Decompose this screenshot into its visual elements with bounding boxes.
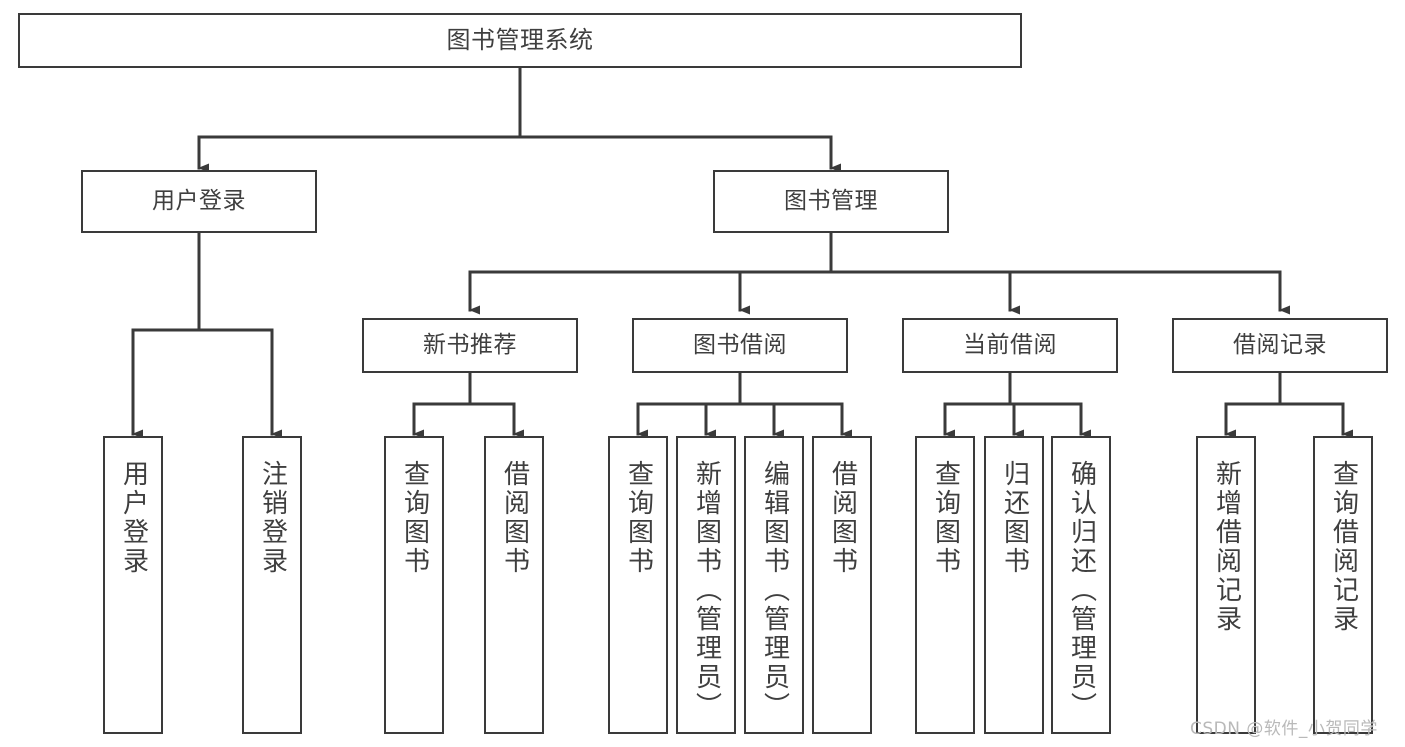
node-label: 新增图书（管理员） (691, 460, 722, 721)
node-label: 确认归还（管理员） (1066, 460, 1097, 721)
node-label: 归还图书 (999, 460, 1030, 576)
node-label: 注销登录 (257, 460, 288, 576)
leaf-return-book[interactable]: 归还图书 (984, 436, 1044, 734)
node-label: 查询图书 (399, 460, 430, 576)
node-label: 新增借阅记录 (1211, 460, 1242, 634)
node-label: 借阅图书 (499, 460, 530, 576)
node-user-login[interactable]: 用户登录 (81, 170, 317, 233)
leaf-add-book-admin[interactable]: 新增图书（管理员） (676, 436, 736, 734)
leaf-confirm-return-admin[interactable]: 确认归还（管理员） (1051, 436, 1111, 734)
leaf-logout[interactable]: 注销登录 (242, 436, 302, 734)
leaf-borrow-book-borrowing[interactable]: 借阅图书 (812, 436, 872, 734)
node-label: 用户登录 (118, 460, 149, 576)
leaf-edit-book-admin[interactable]: 编辑图书（管理员） (744, 436, 804, 734)
node-label: 编辑图书（管理员） (759, 460, 790, 721)
leaf-query-book-new-book[interactable]: 查询图书 (384, 436, 444, 734)
node-label: 图书管理系统 (446, 26, 594, 55)
node-label: 图书借阅 (693, 331, 787, 358)
node-label: 图书管理 (784, 187, 878, 214)
node-root-book-management-system[interactable]: 图书管理系统 (18, 13, 1022, 68)
node-current-borrowing[interactable]: 当前借阅 (902, 318, 1118, 373)
node-label: 用户登录 (152, 187, 246, 214)
node-new-book-recommendation[interactable]: 新书推荐 (362, 318, 578, 373)
node-label: 借阅记录 (1233, 331, 1327, 358)
node-label: 新书推荐 (423, 331, 517, 358)
watermark: CSDN @软件_小贺同学 (1190, 719, 1378, 739)
node-label: 借阅图书 (827, 460, 858, 576)
leaf-user-login[interactable]: 用户登录 (103, 436, 163, 734)
node-label: 当前借阅 (963, 331, 1057, 358)
node-book-management[interactable]: 图书管理 (713, 170, 949, 233)
leaf-query-book-current[interactable]: 查询图书 (915, 436, 975, 734)
leaf-borrow-book-new-book[interactable]: 借阅图书 (484, 436, 544, 734)
node-borrowing-record[interactable]: 借阅记录 (1172, 318, 1388, 373)
node-label: 查询图书 (930, 460, 961, 576)
leaf-add-borrowing-record[interactable]: 新增借阅记录 (1196, 436, 1256, 734)
node-book-borrowing[interactable]: 图书借阅 (632, 318, 848, 373)
node-label: 查询借阅记录 (1328, 460, 1359, 634)
leaf-query-borrowing-record[interactable]: 查询借阅记录 (1313, 436, 1373, 734)
leaf-query-book-borrowing[interactable]: 查询图书 (608, 436, 668, 734)
node-label: 查询图书 (623, 460, 654, 576)
